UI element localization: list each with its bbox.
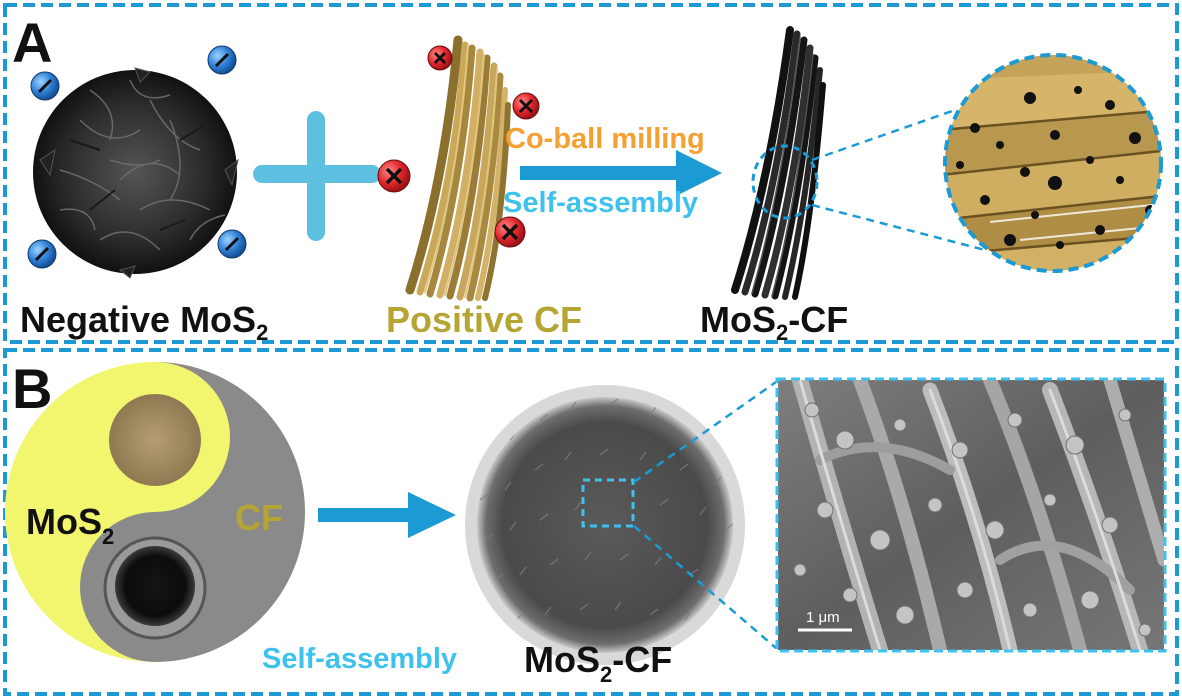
zoom-line-top: [811, 108, 956, 162]
sem-region-marker: [581, 478, 635, 528]
mos2-label-b: MoS2: [26, 501, 114, 549]
yin-yang-diagram: [5, 362, 305, 662]
process-arrow-a: [520, 150, 722, 196]
mos2-cf-fiber-bundle: [731, 26, 826, 300]
positive-charge-icons: [377, 45, 540, 248]
self-assembly-label-b: Self-assembly: [262, 643, 457, 675]
negative-charge-icons: [27, 45, 247, 269]
negative-mos2-label: Negative MoS2: [20, 299, 268, 345]
plus-icon: [253, 111, 381, 241]
scale-bar-label: 1 μm: [806, 609, 840, 626]
panel-a-frame: [3, 3, 1179, 344]
process-arrow-b: [318, 492, 456, 538]
self-assembly-label-a: Self-assembly: [503, 187, 698, 219]
panel-a-letter: A: [12, 11, 52, 74]
zoom-line-bottom: [811, 203, 986, 252]
mos2-powder-sample: [103, 536, 207, 640]
sem-micrograph: 1 μm: [775, 377, 1167, 653]
sem-zoom-line-bottom: [633, 525, 777, 649]
mos2-cf-label-b: MoS2-CF: [524, 639, 672, 687]
panel-b-frame: [3, 348, 1179, 696]
carbon-fiber-bundle: [405, 35, 511, 302]
zoomed-fiber-detail: [943, 53, 1163, 273]
sem-zoom-line-top: [633, 380, 777, 484]
cf-label-b: CF: [235, 497, 283, 538]
positive-cf-label: Positive CF: [386, 299, 582, 340]
zoom-region-marker: [751, 144, 819, 220]
co-ball-milling-label: Co-ball milling: [505, 123, 705, 155]
mos2-nanoflower: [33, 67, 239, 279]
cf-powder-sample: [105, 390, 205, 490]
mos2-cf-label-a: MoS2-CF: [700, 299, 848, 345]
